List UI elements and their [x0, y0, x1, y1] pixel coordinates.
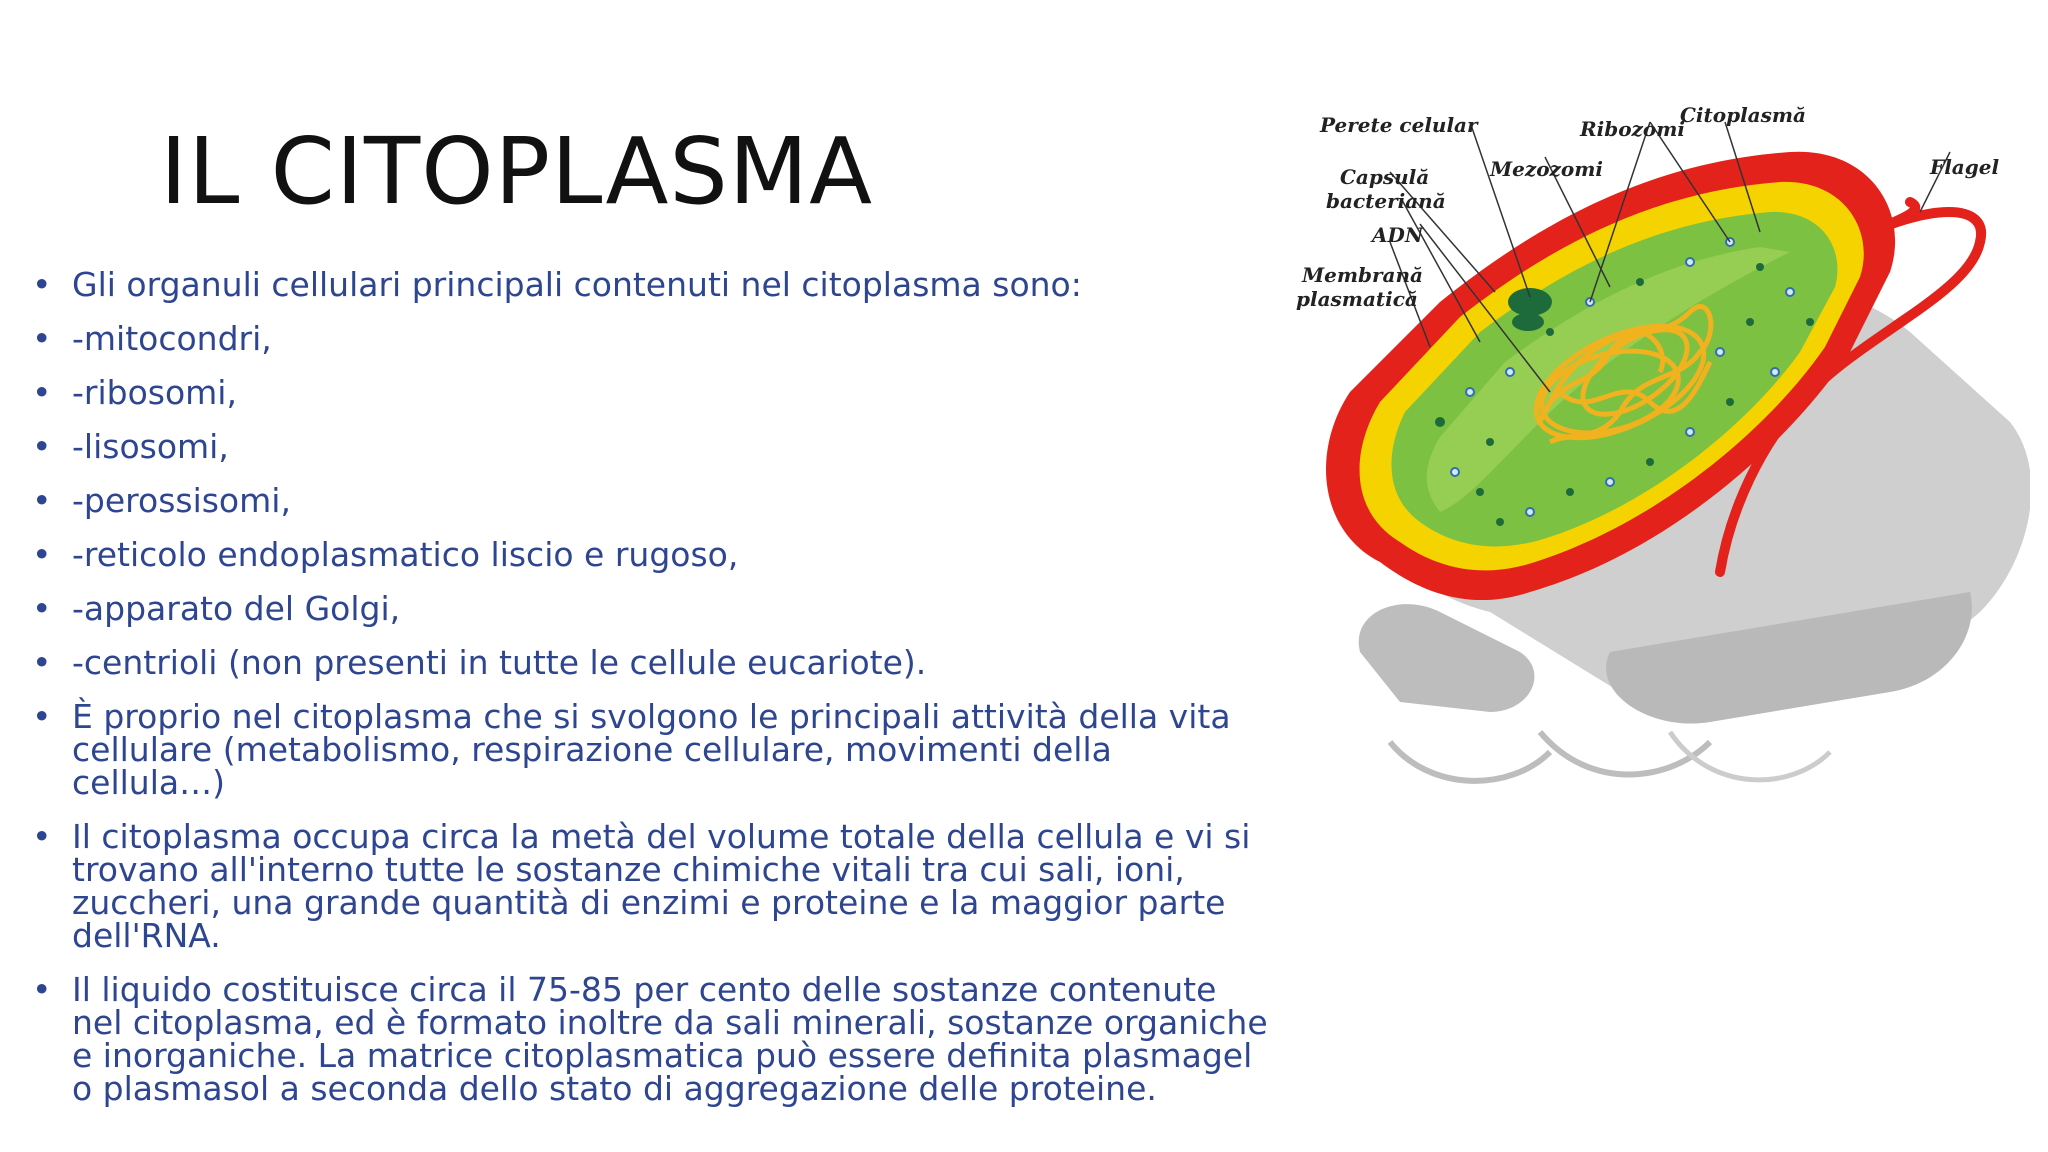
label-citoplasma: Citoplasmă: [1680, 103, 1806, 127]
bullet-dot: •: [32, 373, 52, 412]
bullet-text: -centrioli (non presenti in tutte le cel…: [72, 643, 927, 682]
label-adn: ADN: [1370, 223, 1424, 247]
cytoplasm: [1391, 211, 1838, 547]
bullet-text: Il liquido costituisce circa il 75-85 pe…: [72, 970, 1268, 1108]
bullet-dot: •: [32, 481, 52, 520]
bullet-dot: •: [32, 589, 52, 628]
bullet-item: • Il liquido costituisce circa il 75-85 p…: [32, 973, 1272, 1105]
bullet-dot: •: [32, 535, 52, 574]
bullet-text: -ribosomi,: [72, 373, 237, 412]
mesosome: [1508, 288, 1552, 331]
bullet-text: Il citoplasma occupa circa la metà del v…: [72, 817, 1251, 955]
bullet-item: • Gli organuli cellulari principali conte…: [32, 268, 1272, 301]
slide-title: IL CITOPLASMA: [160, 118, 874, 225]
bullet-dot: •: [32, 643, 52, 682]
label-flagel: Flagel: [1929, 155, 1999, 179]
bullet-text: -reticolo endoplasmatico liscio e rugoso…: [72, 535, 739, 574]
bullet-dot: •: [32, 265, 52, 304]
bullet-item: • -perossisomi,: [32, 484, 1272, 517]
bullet-dot: •: [32, 970, 52, 1009]
bullet-item: • -apparato del Golgi,: [32, 592, 1272, 625]
bullet-item: • È proprio nel citoplasma che si svolgon…: [32, 700, 1272, 799]
label-capsula-2: bacteriană: [1326, 189, 1446, 213]
bullet-item: • Il citoplasma occupa circa la metà del …: [32, 820, 1272, 952]
bullet-text: -lisosomi,: [72, 427, 229, 466]
label-mezozomi: Mezozomi: [1489, 157, 1603, 181]
bullet-text: -mitocondri,: [72, 319, 272, 358]
bullet-item: • -ribosomi,: [32, 376, 1272, 409]
bullet-text: -perossisomi,: [72, 481, 291, 520]
bullet-item: • -mitocondri,: [32, 322, 1272, 355]
bacterial-cell-diagram: Perete celular Capsulă bacteriană ADN Me…: [1296, 103, 2030, 784]
bullet-dot: •: [32, 817, 52, 856]
bullet-dot: •: [32, 427, 52, 466]
label-membrana-1: Membrană: [1301, 263, 1423, 287]
bullet-item: • -reticolo endoplasmatico liscio e rugos…: [32, 538, 1272, 571]
label-ribozomi: Ribozomi: [1579, 117, 1685, 141]
bullet-dot: •: [32, 319, 52, 358]
bullet-item: • -centrioli (non presenti in tutte le ce…: [32, 646, 1272, 679]
label-perete-celular: Perete celular: [1319, 113, 1479, 137]
bullet-text: -apparato del Golgi,: [72, 589, 401, 628]
bullet-item: • -lisosomi,: [32, 430, 1272, 463]
label-membrana-2: plasmatică: [1296, 287, 1418, 311]
bullet-text: È proprio nel citoplasma che si svolgono…: [72, 697, 1231, 802]
nucleoid-dna: [1533, 304, 1714, 445]
label-leader-lines: [1389, 121, 1951, 393]
bullet-dot: •: [32, 697, 52, 736]
label-capsula-1: Capsulă: [1340, 165, 1429, 189]
bullet-list: • Gli organuli cellulari principali conte…: [32, 268, 1272, 1126]
bullet-text: Gli organuli cellulari principali conten…: [72, 265, 1082, 304]
ribosomes: [1435, 237, 1814, 526]
